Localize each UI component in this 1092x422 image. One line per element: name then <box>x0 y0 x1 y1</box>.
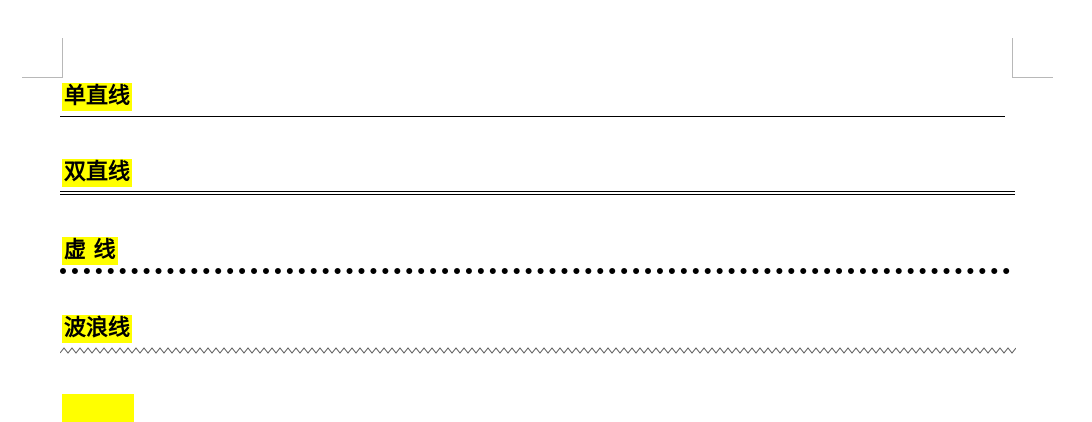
label-single-line: 单直线 <box>62 83 133 111</box>
double-underline <box>60 191 1015 195</box>
label-dotted-line: 虚 线 <box>62 237 118 265</box>
wavy-line-graphic <box>60 347 1016 354</box>
margin-mark-top-right-vertical <box>1012 38 1013 78</box>
label-cut-off <box>62 394 134 422</box>
margin-mark-top-right-horizontal <box>1013 77 1053 78</box>
dotted-underline <box>60 268 1010 274</box>
margin-mark-top-left-horizontal <box>22 77 62 78</box>
single-underline <box>60 116 1005 117</box>
wavy-underline <box>60 347 1016 355</box>
label-double-line: 双直线 <box>62 159 133 187</box>
label-wavy-line: 波浪线 <box>62 315 133 343</box>
margin-mark-top-left-vertical <box>62 38 63 78</box>
document-page: 单直线 双直线 虚 线 波浪线 <box>22 38 1053 422</box>
